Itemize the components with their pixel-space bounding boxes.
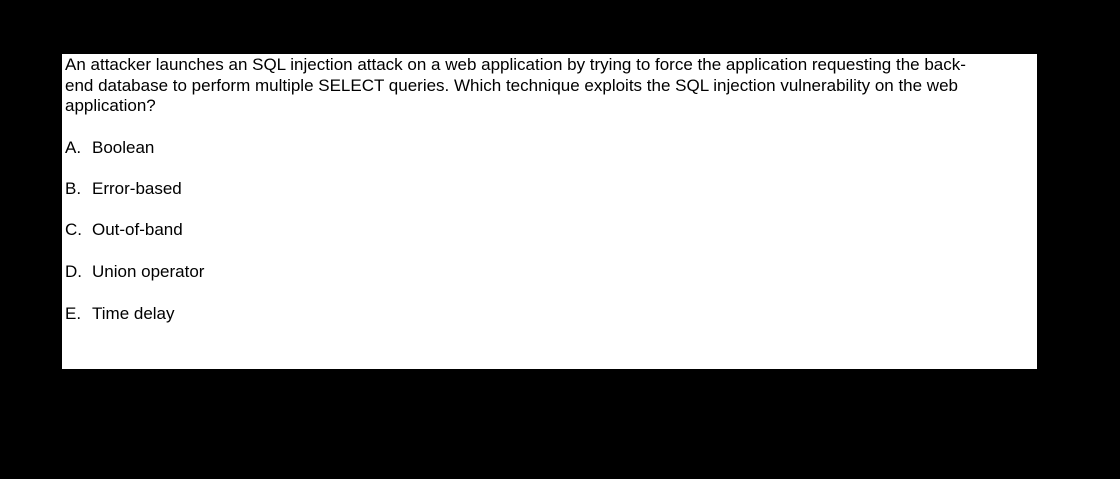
question-card: An attacker launches an SQL injection at… — [62, 54, 1037, 369]
option-letter: D. — [65, 262, 82, 281]
option-letter: A. — [65, 138, 82, 157]
option-d[interactable]: D. Union operator — [65, 262, 204, 282]
option-e[interactable]: E. Time delay — [65, 304, 175, 324]
option-label: Time delay — [92, 304, 175, 323]
option-letter: E. — [65, 304, 82, 323]
option-letter: C. — [65, 220, 82, 239]
option-b[interactable]: B. Error-based — [65, 179, 182, 199]
option-label: Out-of-band — [92, 220, 183, 239]
option-label: Union operator — [92, 262, 205, 281]
option-a[interactable]: A. Boolean — [65, 138, 154, 158]
question-text: An attacker launches an SQL injection at… — [65, 55, 966, 115]
option-c[interactable]: C. Out-of-band — [65, 220, 183, 240]
option-letter: B. — [65, 179, 82, 198]
option-label: Error-based — [92, 179, 182, 198]
option-label: Boolean — [92, 138, 155, 157]
